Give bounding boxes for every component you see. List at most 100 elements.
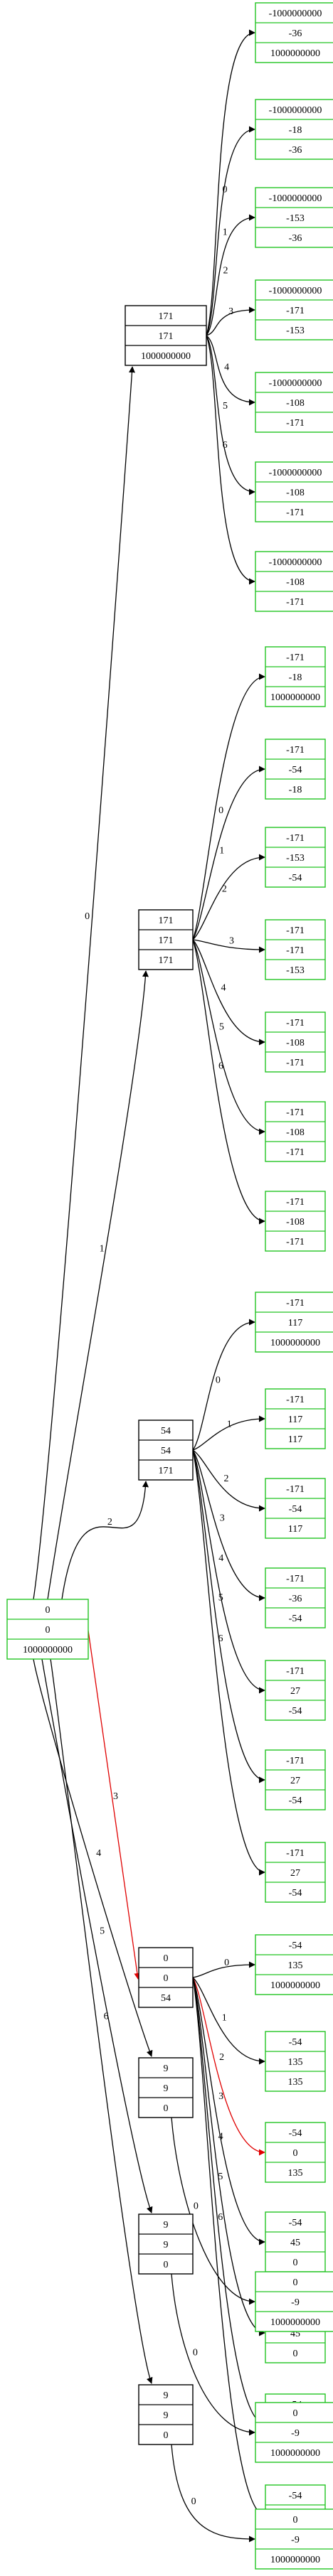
node-value: 171: [159, 955, 174, 966]
edge-label-b-b2: 2: [222, 884, 227, 895]
node-value: 54: [161, 1426, 171, 1437]
node-value: -171: [286, 745, 305, 756]
node-value: -171: [286, 508, 305, 518]
node-value: 1000000000: [270, 2317, 320, 2328]
node-value: -36: [289, 233, 302, 244]
edge-c-c4: [192, 1449, 265, 1694]
node-value: 9: [164, 2220, 169, 2231]
nodes-layer: 0010000000001711711000000000171171171545…: [6, 2, 333, 2570]
tree-node-a6: -1000000000-108-171: [255, 551, 333, 612]
node-value: 171: [159, 935, 174, 946]
node-box: [265, 1660, 326, 1721]
node-value: 0: [293, 2349, 298, 2359]
edge-label-a-a5: 5: [223, 401, 228, 412]
edge-label-d-d4: 4: [218, 2131, 223, 2142]
edge-label-b-b3: 3: [229, 936, 234, 947]
edge-label-root-f: 5: [100, 1926, 105, 1937]
edge-label-b-b0: 0: [218, 805, 223, 816]
node-box: [138, 2057, 194, 2118]
node-value: -54: [289, 1614, 302, 1624]
edge-label-c-c1: 1: [227, 1420, 232, 1430]
node-box: [6, 1599, 89, 1660]
node-value: -108: [286, 1217, 305, 1228]
node-box: [138, 2384, 194, 2445]
node-box: [138, 909, 194, 970]
node-box: [255, 372, 333, 433]
edge-label-root-e: 4: [96, 1848, 101, 1859]
edge-label-b-b5: 5: [219, 1021, 224, 1032]
edge-a-a4: [206, 335, 255, 406]
node-box: [265, 1388, 326, 1449]
tree-node-a1: -1000000000-18-36: [255, 99, 333, 160]
node-value: 0: [46, 1625, 51, 1636]
edge-label-d-d3: 3: [218, 2091, 223, 2102]
node-value: -54: [289, 765, 302, 776]
node-value: 1000000000: [270, 1338, 320, 1348]
node-value: -36: [289, 1594, 302, 1604]
node-box: [125, 305, 207, 366]
node-value: -54: [289, 2128, 302, 2139]
node-value: 135: [288, 2057, 303, 2068]
edge-label-f-f0: 0: [193, 2348, 198, 2358]
edge-d-d4: [192, 1977, 265, 2336]
edge-a-a3: [206, 306, 255, 336]
node-value: -18: [289, 785, 302, 795]
edge-a-a5: [206, 335, 255, 495]
node-value: -18: [289, 125, 302, 136]
node-value: 0: [293, 2515, 298, 2526]
node-box: [265, 2122, 326, 2183]
node-value: -1000000000: [269, 193, 322, 204]
node-value: -54: [289, 1941, 302, 1951]
tree-node-a4: -1000000000-108-171: [255, 372, 333, 433]
node-value: 9: [164, 2064, 169, 2074]
node-value: 54: [161, 1993, 171, 2004]
edge-d-d0: [192, 1961, 255, 1978]
tree-node-e: 990: [138, 2057, 194, 2118]
node-value: 171: [159, 311, 174, 322]
edge-label-e-e0: 0: [194, 2201, 199, 2211]
node-value: -171: [286, 1484, 305, 1495]
edge-d-d5: [192, 1977, 265, 2427]
node-box: [265, 2211, 326, 2272]
node-value: 1000000000: [270, 2555, 320, 2565]
node-box: [265, 2031, 326, 2092]
node-value: -171: [286, 1147, 305, 1158]
edge-label-c-c6: 6: [218, 1633, 223, 1644]
edge-label-d-d2: 2: [219, 2052, 224, 2063]
node-value: -54: [289, 1796, 302, 1806]
edge-label-c-c2: 2: [223, 1474, 228, 1484]
node-value: -171: [286, 306, 305, 316]
edge-b-b3: [192, 939, 265, 953]
edge-c-c2: [192, 1449, 265, 1512]
node-value: -171: [286, 925, 305, 936]
node-value: -9: [291, 2535, 300, 2545]
edge-label-c-c0: 0: [216, 1375, 221, 1385]
tree-node-g: 990: [138, 2384, 194, 2445]
tree-node-f: 990: [138, 2213, 194, 2275]
node-box: [265, 1191, 326, 1252]
node-value: 135: [288, 2168, 303, 2179]
node-box: [255, 551, 333, 612]
edge-c-c3: [192, 1449, 265, 1601]
node-value: -36: [289, 28, 302, 39]
node-value: -108: [286, 1038, 305, 1048]
node-value: 45: [290, 2238, 300, 2248]
tree-node-b5: -171-108-171: [265, 1101, 326, 1162]
node-value: -171: [286, 1107, 305, 1118]
edge-label-a-a2: 2: [223, 265, 228, 276]
node-value: 27: [290, 1686, 300, 1697]
node-value: -171: [286, 1058, 305, 1068]
node-value: 9: [164, 2083, 169, 2094]
node-value: -108: [286, 488, 305, 498]
tree-node-b2: -171-153-54: [265, 827, 326, 888]
edge-d-d1: [192, 1977, 265, 2065]
